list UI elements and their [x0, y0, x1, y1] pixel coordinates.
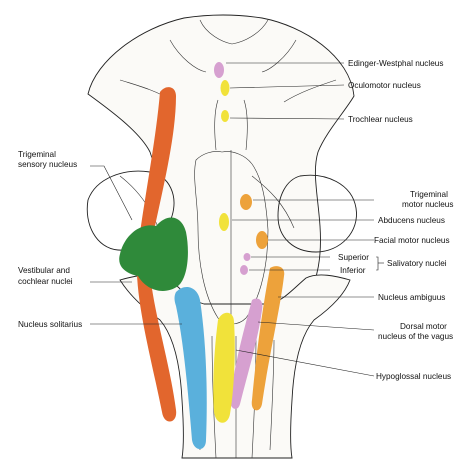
- label-edinger-westphal: Edinger-Westphal nucleus: [348, 59, 443, 68]
- hypoglossal-nucleus: [213, 312, 235, 423]
- label-nucleus-ambiguus: Nucleus ambiguus: [378, 293, 445, 302]
- label-oculomotor: Oculomotor nucleus: [348, 81, 421, 90]
- label-trigeminal-sensory-2: sensory nucleus: [18, 160, 77, 169]
- label-salivatory-superior: Superior: [338, 253, 369, 262]
- dorsal-motor-nucleus-vagus: [230, 298, 263, 409]
- nuclei-left: [119, 87, 207, 449]
- label-salivatory-nuclei: Salivatory nuclei: [387, 259, 447, 268]
- nucleus-solitarius: [174, 286, 207, 449]
- trigeminal-motor-nucleus: [240, 194, 252, 210]
- label-hypoglossal: Hypoglossal nucleus: [376, 372, 451, 381]
- label-facial-motor: Facial motor nucleus: [374, 236, 450, 245]
- label-trigeminal-sensory-1: Trigeminal: [18, 150, 56, 159]
- nuclei-right: [213, 62, 285, 423]
- label-trigeminal-motor-2: motor nucleus: [402, 200, 453, 209]
- label-solitarius: Nucleus solitarius: [18, 320, 82, 329]
- label-vestibular-1: Vestibular and: [18, 266, 70, 275]
- abducens-nucleus: [219, 213, 229, 231]
- inferior-salivatory-nucleus: [240, 265, 248, 275]
- vestibular-cochlear-nuclei: [119, 217, 188, 291]
- facial-motor-nucleus: [256, 231, 268, 249]
- label-dorsal-motor-2: nucleus of the vagus: [378, 332, 453, 341]
- label-salivatory-inferior: Inferior: [340, 266, 366, 275]
- leader-lines: [90, 62, 384, 377]
- superior-salivatory-nucleus: [243, 253, 251, 261]
- edinger-westphal-nucleus: [214, 62, 224, 78]
- label-abducens: Abducens nucleus: [378, 216, 445, 225]
- nucleus-ambiguus: [251, 266, 285, 411]
- oculomotor-nucleus: [220, 80, 230, 96]
- labels-left: Trigeminal sensory nucleus Vestibular an…: [18, 150, 82, 329]
- label-trigeminal-motor-1: Trigeminal: [410, 190, 448, 199]
- brainstem-outline: [86, 14, 357, 459]
- trochlear-nucleus: [221, 110, 229, 122]
- label-trochlear: Trochlear nucleus: [348, 115, 413, 124]
- label-dorsal-motor-1: Dorsal motor: [400, 322, 447, 331]
- label-vestibular-2: cochlear nuclei: [18, 277, 73, 286]
- trigeminal-sensory-nucleus: [136, 87, 177, 422]
- labels-right: Edinger-Westphal nucleus Oculomotor nucl…: [338, 59, 453, 381]
